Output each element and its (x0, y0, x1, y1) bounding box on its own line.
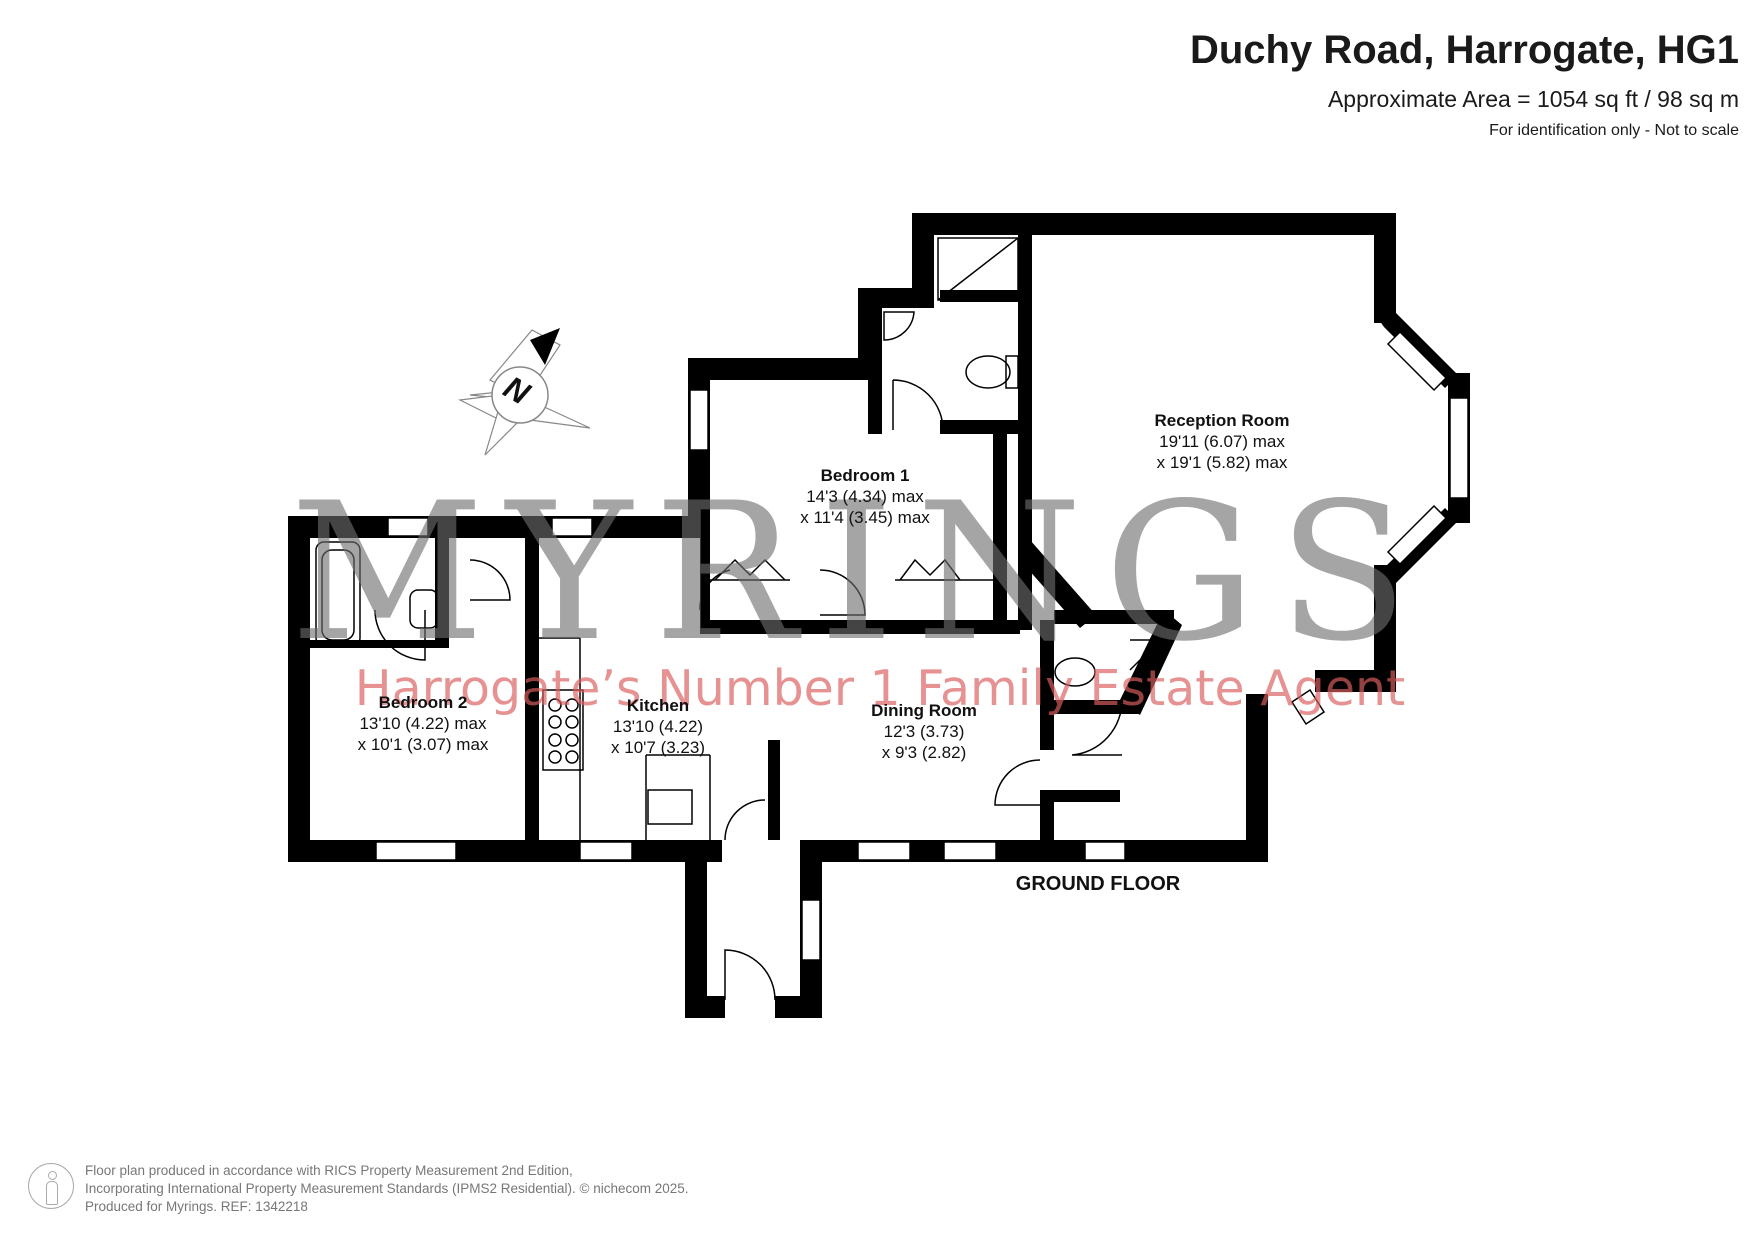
door-swing (374, 609, 426, 661)
wall (1040, 840, 1268, 862)
door-swing (892, 379, 944, 431)
wall (525, 538, 539, 840)
window (579, 841, 633, 861)
footer-line-1: Floor plan produced in accordance with R… (85, 1163, 573, 1178)
wall (310, 640, 448, 648)
wall (912, 213, 934, 308)
window (551, 517, 593, 537)
disclaimer-note: For identification only - Not to scale (1489, 122, 1739, 139)
sink (647, 789, 693, 825)
toilet (965, 355, 1011, 389)
window (1386, 330, 1448, 392)
shower-tray (937, 237, 1019, 301)
window (1290, 688, 1326, 726)
person-icon (28, 1163, 74, 1209)
window (689, 389, 709, 451)
approximate-area: Approximate Area = 1054 sq ft / 98 sq m (1327, 86, 1739, 112)
window (943, 841, 997, 861)
room-dim: 12'3 (3.73) (883, 722, 965, 741)
room-dim: x 19'1 (5.82) max (1156, 453, 1288, 472)
footer-line-2: Incorporating International Property Mea… (85, 1181, 689, 1196)
wall (940, 290, 1024, 302)
room-dim: x 10'1 (3.07) max (357, 735, 489, 754)
corner-basin (1129, 639, 1162, 671)
wall (685, 840, 707, 1018)
wall (1054, 610, 1174, 624)
wall (1374, 213, 1396, 323)
room-dim: 14'3 (4.34) max (806, 487, 924, 506)
wall (912, 213, 1396, 235)
wall (1018, 230, 1032, 630)
door-swing (469, 559, 511, 601)
room-dim: 19'11 (6.07) max (1159, 432, 1285, 451)
wall (688, 358, 868, 380)
window (1449, 397, 1469, 499)
wall (940, 420, 1020, 434)
wall (700, 538, 710, 628)
door-swing (699, 569, 731, 611)
door-swing (819, 569, 866, 616)
footer-line-3: Produced for Myrings. REF: 1342218 (85, 1199, 308, 1214)
room-dim: x 11'4 (3.45) max (800, 508, 930, 527)
wall (1315, 670, 1396, 692)
room-label-bedroom-1: Bedroom 1 14'3 (4.34) max x 11'4 (3.45) … (800, 465, 930, 528)
wall (768, 740, 780, 840)
wall (1120, 610, 1182, 715)
wall (1020, 540, 1096, 628)
basin (409, 589, 439, 629)
window (387, 517, 429, 537)
room-name: Bedroom 2 (378, 693, 468, 712)
room-name: Bedroom 1 (820, 466, 910, 485)
corner-basin (883, 311, 915, 341)
room-label-reception: Reception Room 19'11 (6.07) max x 19'1 (… (1154, 410, 1289, 473)
wall (868, 296, 882, 434)
compass-icon (457, 328, 591, 456)
bath (315, 541, 361, 647)
window (1386, 504, 1448, 566)
room-name: Kitchen (626, 696, 690, 715)
wall (288, 840, 722, 862)
watermark-tagline: Harrogate’s Number 1 Family Estate Agent (354, 660, 1406, 717)
wall (1040, 790, 1120, 802)
bath-inner (321, 549, 355, 641)
wall (1040, 790, 1054, 845)
wardrobe-door (899, 558, 961, 581)
wall (1374, 565, 1396, 692)
room-name: Reception Room (1154, 411, 1290, 430)
page-title: Duchy Road, Harrogate, HG1 (1189, 28, 1739, 72)
door-swing (724, 799, 766, 841)
door-swing (994, 759, 1041, 806)
wall (775, 996, 822, 1018)
room-label-bedroom-2: Bedroom 2 13'10 (4.22) max x 10'1 (3.07)… (358, 692, 489, 755)
wall (1040, 620, 1054, 750)
wall (288, 516, 310, 862)
window (801, 899, 821, 961)
room-dim: x 9'3 (2.82) (881, 743, 967, 762)
wall (1040, 700, 1140, 714)
wall (685, 996, 725, 1018)
wall (1384, 508, 1458, 583)
room-dim: x 10'7 (3.23) (611, 738, 705, 757)
wall (1246, 694, 1268, 862)
wall (700, 620, 1020, 634)
watermark-brand: MYRINGS (289, 462, 1431, 683)
room-name: Dining Room (871, 701, 977, 720)
toilet (1054, 657, 1096, 687)
wardrobe-door (714, 558, 786, 581)
window (1084, 841, 1126, 861)
room-label-kitchen: Kitchen 13'10 (4.22) x 10'7 (3.23) (611, 695, 705, 758)
floor-label: GROUND FLOOR (1015, 873, 1181, 895)
wall (993, 430, 1007, 620)
hob (542, 689, 584, 771)
room-dim: 13'10 (4.22) (612, 717, 704, 736)
room-label-dining: Dining Room 12'3 (3.73) x 9'3 (2.82) (871, 700, 977, 763)
window (375, 841, 457, 861)
window (857, 841, 911, 861)
room-dim: 13'10 (4.22) max (359, 714, 487, 733)
wall (858, 288, 918, 308)
door-swing (724, 949, 776, 1001)
door-swing (1071, 699, 1123, 756)
